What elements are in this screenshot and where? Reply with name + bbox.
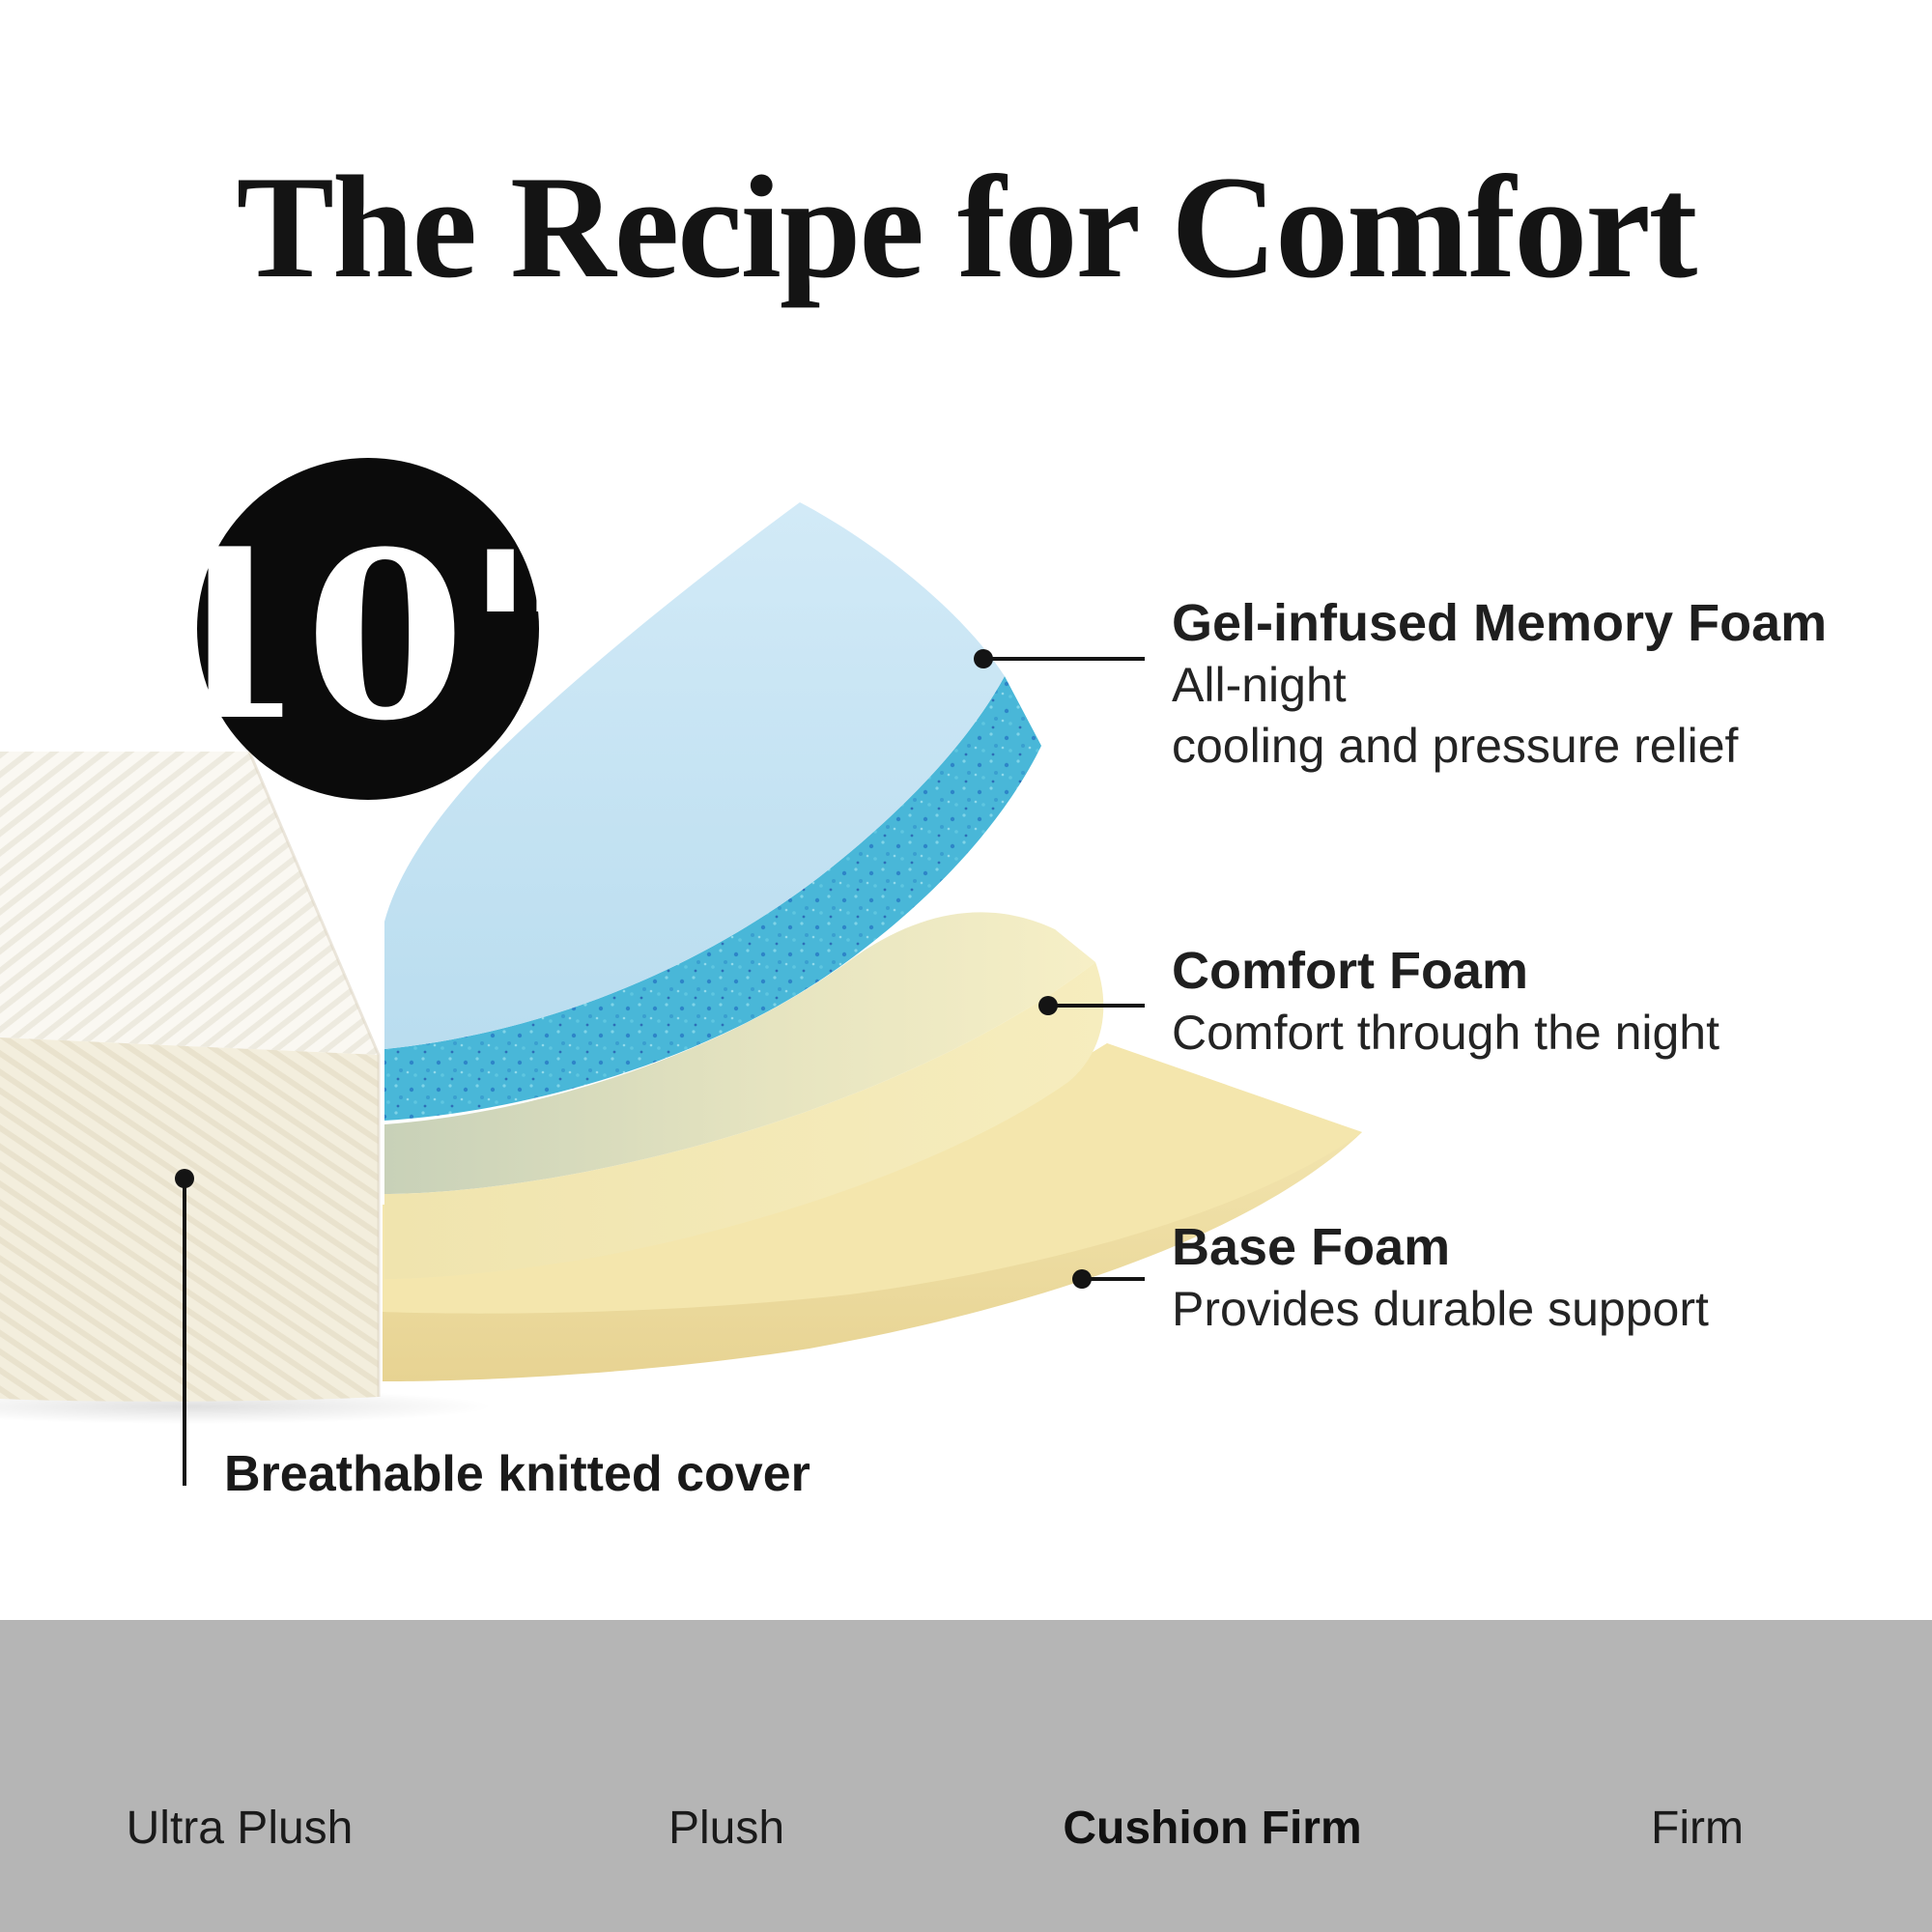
callout-line-comfort xyxy=(1056,1004,1145,1008)
firmness-scale xyxy=(0,1620,1932,1932)
cover-callout-label: Breathable knitted cover xyxy=(224,1446,810,1502)
callout-heading: Gel-infused Memory Foam xyxy=(1172,594,1828,652)
firmness-label-cushion-firm: Cushion Firm xyxy=(1063,1803,1362,1854)
callout-desc: Comfort through the night xyxy=(1172,1006,1719,1060)
firmness-label-plush: Plush xyxy=(668,1803,785,1854)
callout-dot-comfort xyxy=(1038,996,1058,1015)
callout-heading: Comfort Foam xyxy=(1172,942,1528,1000)
firmness-label-ultra-plush: Ultra Plush xyxy=(126,1803,354,1854)
cover-callout-dot xyxy=(175,1169,194,1188)
firmness-label-firm: Firm xyxy=(1651,1803,1744,1854)
callout-base-foam: Base Foam Provides durable support xyxy=(1172,1215,1709,1340)
cover-callout-line xyxy=(183,1186,186,1486)
callout-desc: cooling and pressure relief xyxy=(1172,719,1739,773)
callout-desc: All-night xyxy=(1172,658,1347,712)
page-title: The Recipe for Comfort xyxy=(236,146,1698,308)
callout-comfort-foam: Comfort Foam Comfort through the night xyxy=(1172,939,1719,1064)
knitted-cover xyxy=(0,751,493,1424)
callout-heading: Base Foam xyxy=(1172,1218,1451,1276)
callout-gel-foam: Gel-infused Memory Foam All-night coolin… xyxy=(1172,591,1827,777)
callout-dot-base xyxy=(1072,1269,1092,1289)
comfort-foam-layer xyxy=(384,912,1104,1279)
callout-desc: Provides durable support xyxy=(1172,1282,1709,1336)
callout-line-gel xyxy=(991,657,1145,661)
callout-dot-gel xyxy=(974,649,993,668)
thickness-badge: 10" xyxy=(145,458,585,800)
badge-label: 10" xyxy=(145,502,584,772)
gel-foam-layer xyxy=(384,502,1041,1121)
callout-line-base xyxy=(1090,1277,1145,1281)
